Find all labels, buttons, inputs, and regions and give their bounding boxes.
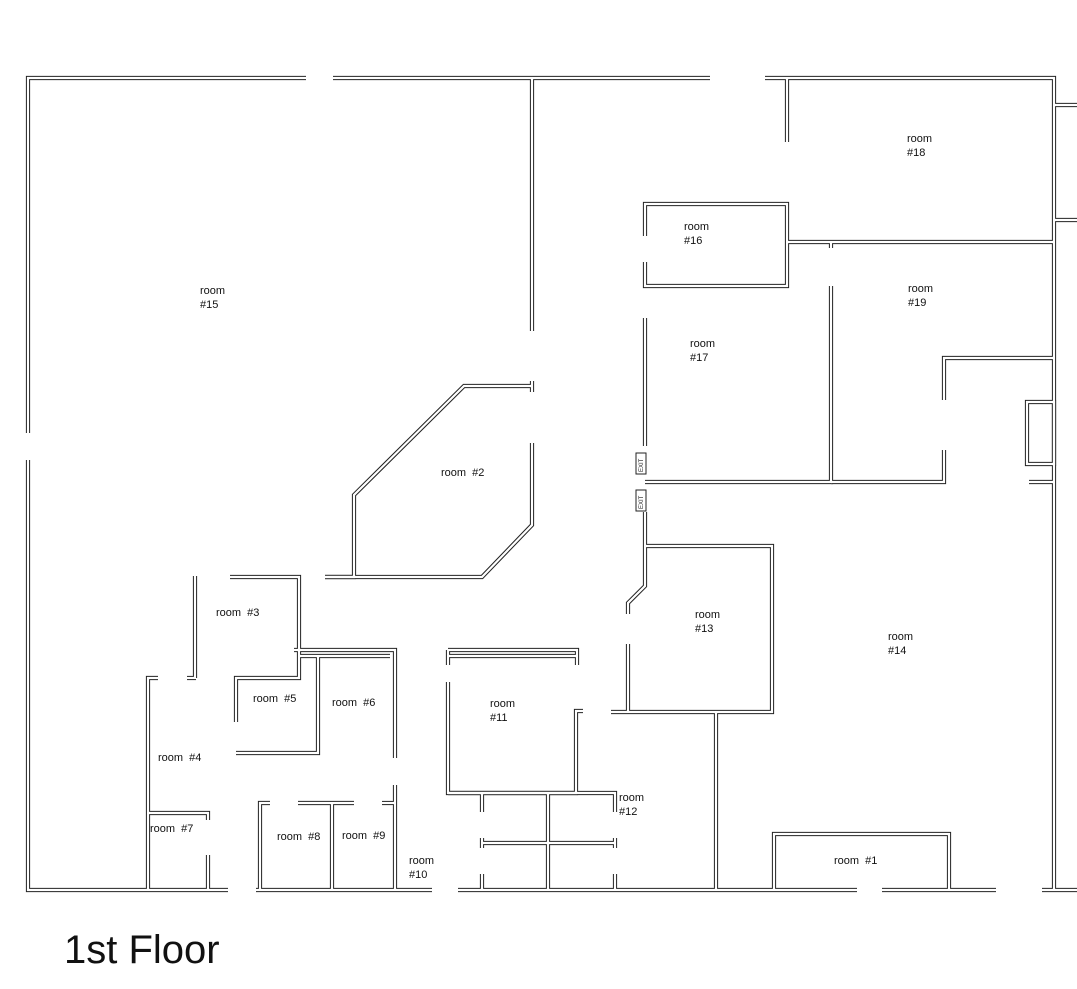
room-13-label: room #13 <box>695 609 723 635</box>
room-18-label: room #18 <box>907 133 935 159</box>
wall-segment <box>625 512 648 614</box>
wall-segment-core <box>831 450 946 484</box>
exit-sign-lower: EXIT <box>635 489 647 512</box>
room-2-label: room #2 <box>441 467 484 479</box>
wall-segment-core <box>626 512 647 614</box>
wall-segment-core <box>148 811 210 820</box>
room-10-label: room #10 <box>409 855 437 881</box>
wall-segment-core <box>765 76 1056 890</box>
wall-segment <box>257 800 270 890</box>
wall-segment-core <box>26 460 228 892</box>
room-7-label: room #7 <box>150 823 193 835</box>
wall-segment-core <box>294 648 397 758</box>
room-6-label: room #6 <box>332 697 375 709</box>
wall-segment <box>25 460 228 893</box>
wall-segment-core <box>942 356 1054 400</box>
wall-segment-core <box>230 575 301 722</box>
wall-segment-core <box>26 76 306 433</box>
wall-segment-core <box>645 286 833 484</box>
wall-segment <box>611 543 775 715</box>
wall-segment-core <box>643 202 789 288</box>
wall-segment-core <box>258 801 270 890</box>
wall-segment-core <box>236 656 320 755</box>
wall-segment <box>25 75 306 433</box>
floor-title: 1st Floor <box>64 928 220 972</box>
wall-segment <box>1024 399 1057 467</box>
room-14-label: room #14 <box>888 631 916 657</box>
room-9-label: room #9 <box>342 830 385 842</box>
room-12-label: room #12 <box>619 792 647 818</box>
exit-sign-upper: EXIT <box>635 452 647 475</box>
wall-segment <box>645 286 834 485</box>
wall-segment <box>145 675 158 890</box>
wall-segment-core <box>146 676 158 890</box>
room-16-label: room #16 <box>684 221 712 247</box>
room-3-label: room #3 <box>216 607 259 619</box>
exit-sign-lower-text: EXIT <box>639 495 645 509</box>
wall-segment-core <box>611 544 774 714</box>
room-17-label: room #17 <box>690 338 718 364</box>
wall-segment <box>325 383 532 580</box>
wall-segment <box>941 355 1054 400</box>
exit-sign-upper-text: EXIT <box>639 458 645 472</box>
room-19-label: room #19 <box>908 283 936 309</box>
wall-segment-core <box>448 648 579 665</box>
wall-segment <box>642 201 790 289</box>
room-5-label: room #5 <box>253 693 296 705</box>
wall-segment-core <box>448 791 617 812</box>
room-15-label: room #15 <box>200 285 228 311</box>
room-1-label: room #1 <box>834 855 877 867</box>
room-4-label: room #4 <box>158 752 201 764</box>
room-11-label: room #11 <box>490 698 518 724</box>
wall-segment <box>448 790 618 812</box>
wall-segment-core <box>772 832 951 890</box>
room-8-label: room #8 <box>277 831 320 843</box>
wall-segment-core <box>1025 400 1056 466</box>
wall-segment <box>831 450 947 485</box>
walls <box>25 75 1077 893</box>
wall-segment-core <box>325 443 534 579</box>
